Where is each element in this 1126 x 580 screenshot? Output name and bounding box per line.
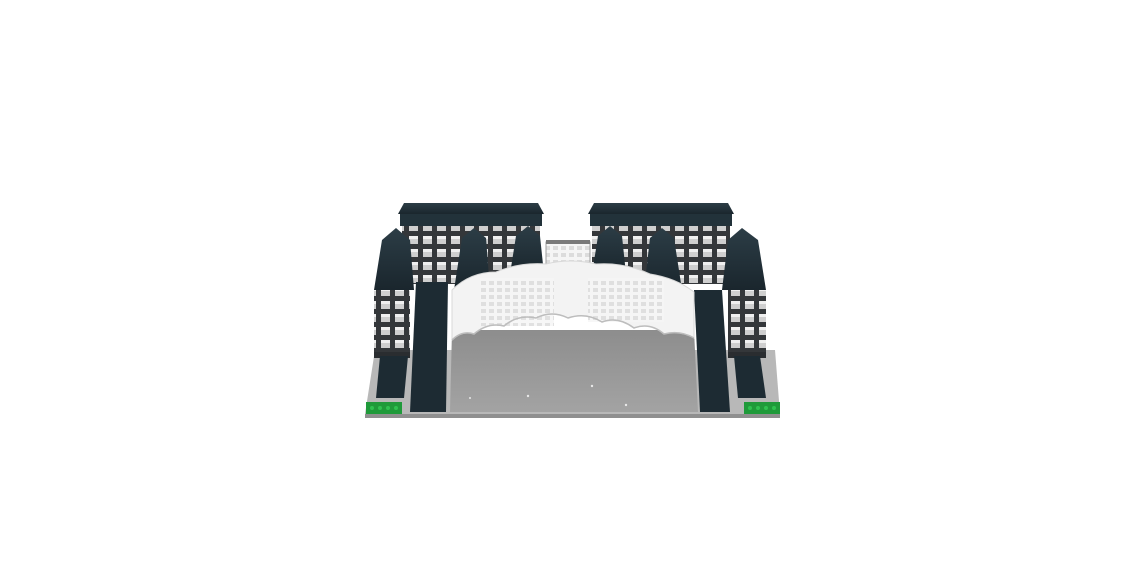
central-plaza [450, 330, 698, 412]
right-wing [722, 228, 766, 358]
left-street [376, 282, 448, 412]
grass-plate-left [366, 402, 402, 414]
canopy-roof [451, 260, 695, 342]
left-wing [374, 228, 414, 358]
right-street [694, 290, 766, 412]
grass-plate-right [744, 402, 780, 414]
